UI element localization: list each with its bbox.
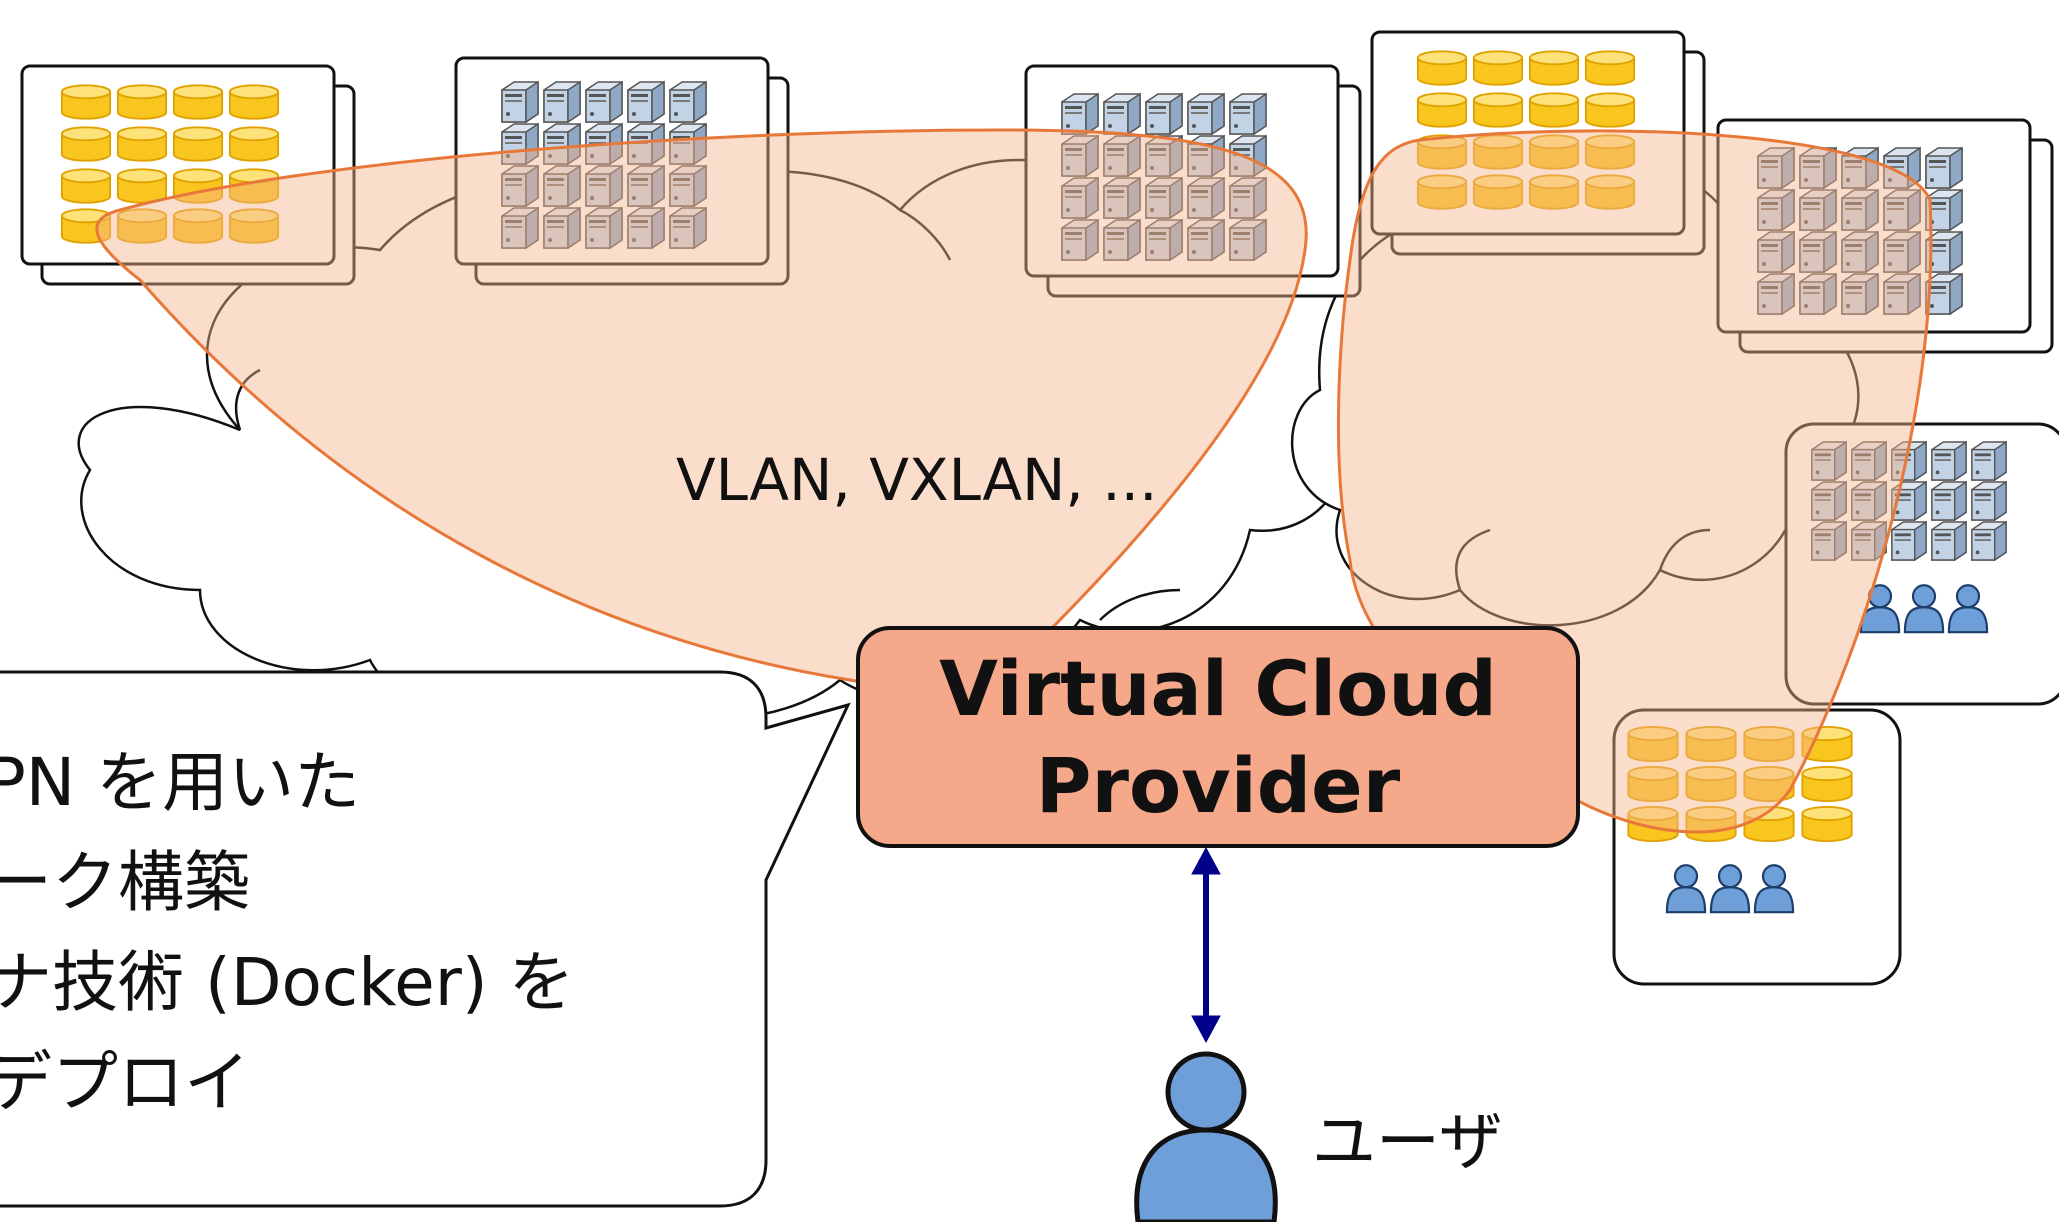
provider-title-line-1: Virtual Cloud [939,644,1497,733]
callout-line-4: デプロイ [0,1044,250,1121]
virtual-cloud-provider[interactable]: Virtual Cloud Provider [856,626,1580,848]
cloud-icon [77,158,1860,721]
server-cluster-right [1716,118,2054,354]
bidirectional-arrow [1191,846,1221,1044]
network-label: VLAN, VXLAN, ... [676,446,1158,514]
user-icon[interactable] [1134,1051,1278,1222]
storage-cluster-1 [20,64,356,286]
server-cluster-blue-gray [1024,64,1362,298]
callout-line-3: ナ技術 (Docker) を [0,944,575,1021]
server-cluster-beige [454,56,790,286]
user-group-icon [1665,864,1795,914]
server-cluster-with-users [1784,422,2059,706]
storage-cluster-with-users [1612,708,1902,986]
user-label: ユーザ [1312,1106,1503,1180]
callout-line-2: ーク構築 [0,844,250,921]
provider-title-line-2: Provider [1036,741,1401,830]
callout-line-1: PN を用いた [0,744,360,821]
virtual-network-overlay-left [95,128,1308,687]
callout-box [0,670,851,1208]
user-group-icon [1859,584,1989,634]
